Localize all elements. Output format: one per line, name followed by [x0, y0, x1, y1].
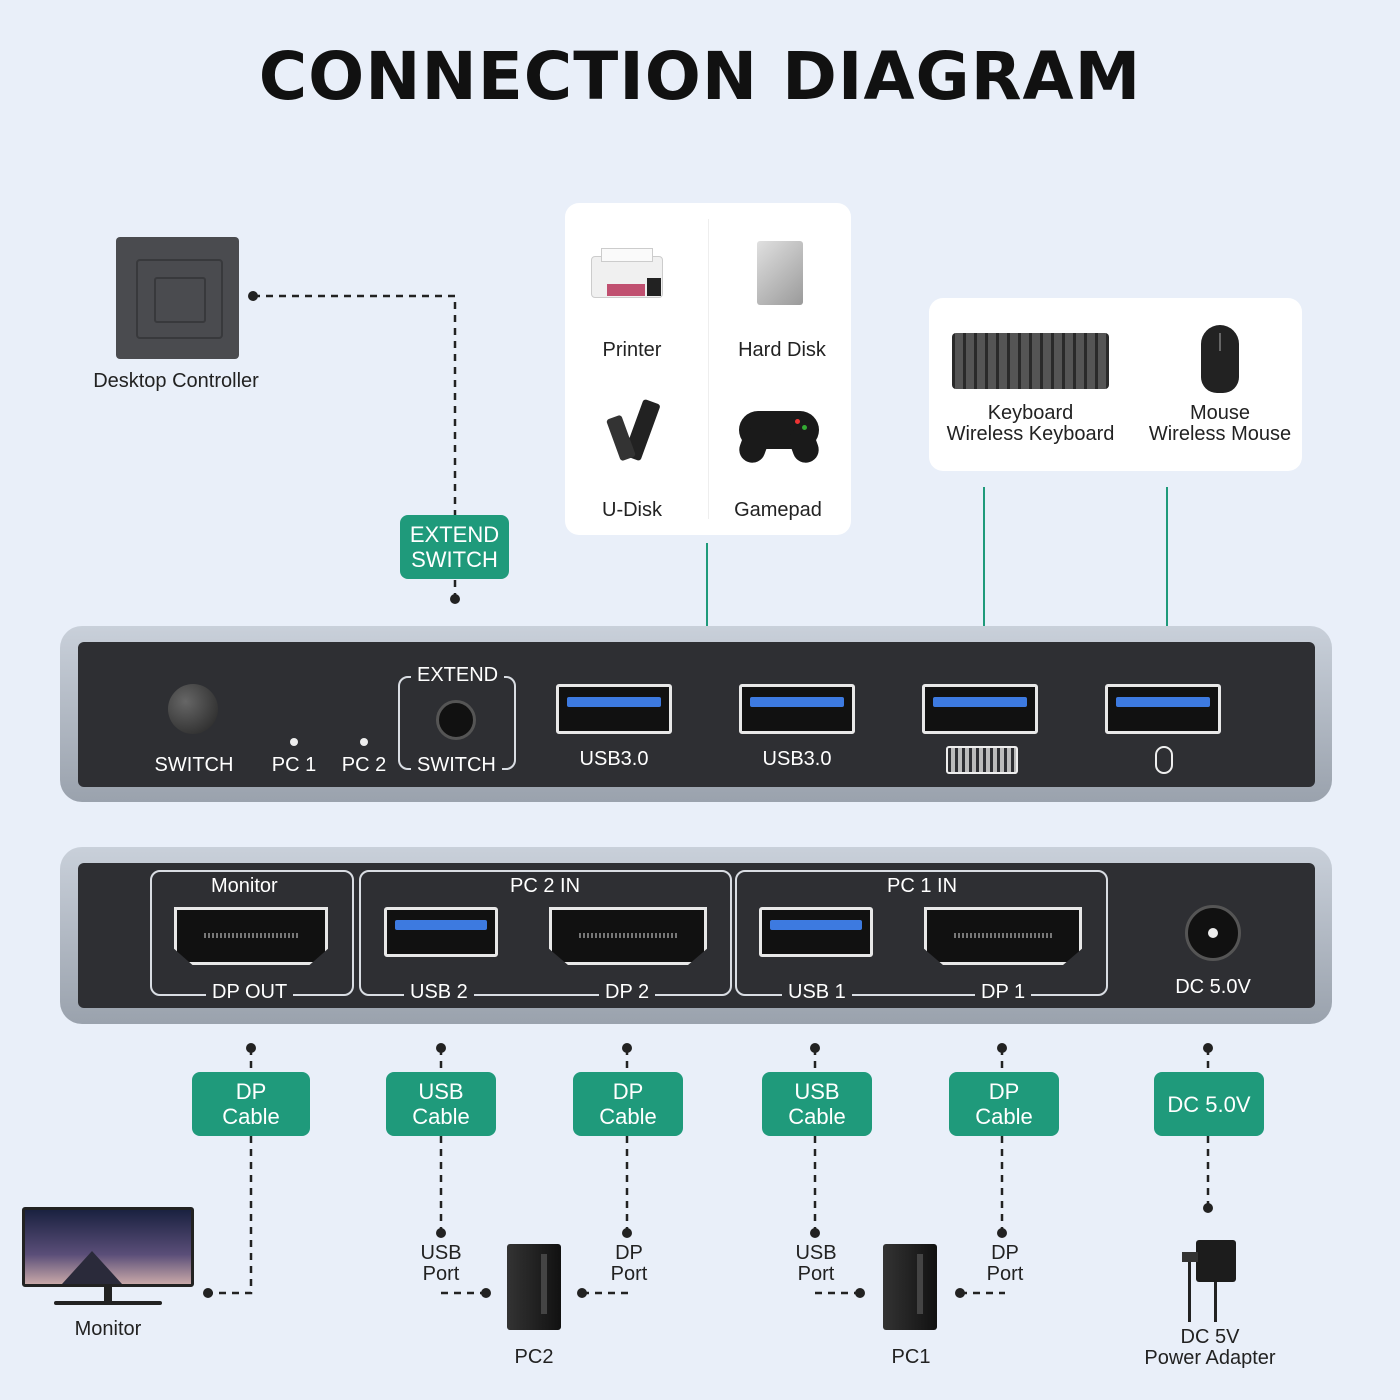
usb2-port[interactable] — [384, 907, 498, 957]
mouse-usb-port[interactable] — [1105, 684, 1221, 734]
dc-cable-badge: DC 5.0V — [1154, 1072, 1264, 1136]
dp-out-label: DP OUT — [206, 981, 294, 1004]
u-disk-icon — [605, 398, 665, 468]
pc1-in-group — [735, 870, 1108, 996]
extend-switch-badge: EXTEND SWITCH — [400, 515, 509, 579]
pc2-led — [360, 738, 368, 746]
switch-label: SWITCH — [154, 754, 234, 776]
back-panel-chassis: Monitor DP OUT PC 2 IN USB 2 DP 2 PC 1 I… — [60, 847, 1332, 1024]
monitor-group-label: Monitor — [205, 875, 284, 898]
monitor-icon — [22, 1207, 194, 1312]
dp2-port[interactable] — [549, 907, 707, 965]
printer-label: Printer — [602, 339, 662, 361]
printer-icon — [591, 248, 663, 300]
hard-disk-label: Hard Disk — [738, 339, 826, 361]
keyboard-usb-port[interactable] — [922, 684, 1038, 734]
pc1-tower-icon — [883, 1244, 937, 1330]
monitor-label: Monitor — [74, 1318, 142, 1340]
controller-line — [253, 294, 457, 515]
keyboard-icon — [952, 333, 1109, 389]
u-disk-label: U-Disk — [602, 499, 662, 521]
usb3-port-2[interactable] — [739, 684, 855, 734]
dp1-label: DP 1 — [975, 981, 1032, 1004]
pc2-in-label: PC 2 IN — [504, 875, 587, 898]
input-devices-card: Keyboard Wireless Keyboard Mouse Wireles… — [929, 298, 1302, 471]
pc1-led — [290, 738, 298, 746]
gamepad-label: Gamepad — [734, 499, 822, 521]
back-panel: Monitor DP OUT PC 2 IN USB 2 DP 2 PC 1 I… — [78, 863, 1315, 1008]
extend-port-label: EXTEND — [411, 664, 505, 687]
pc1-in-label: PC 1 IN — [881, 875, 964, 898]
front-panel-chassis: SWITCH PC 1 PC 2 EXTEND SWITCH USB3.0 US… — [60, 626, 1332, 802]
usb3-label-1: USB3.0 — [579, 748, 649, 770]
pc1-led-label: PC 1 — [271, 754, 317, 776]
dp2-label: DP 2 — [599, 981, 656, 1004]
mouse-port-icon — [1155, 746, 1173, 774]
usb-devices-card: Printer Hard Disk U-Disk Gamepad — [565, 203, 851, 535]
pc1-label: PC1 — [891, 1346, 931, 1368]
mouse-icon — [1201, 325, 1239, 393]
dp-out-port[interactable] — [174, 907, 328, 965]
keyboard-label: Keyboard Wireless Keyboard — [946, 402, 1115, 445]
desktop-controller-label: Desktop Controller — [93, 370, 259, 392]
usb3-label-2: USB3.0 — [762, 748, 832, 770]
mouse-label: Mouse Wireless Mouse — [1148, 402, 1292, 445]
pc2-label: PC2 — [514, 1346, 554, 1368]
pc2-tower-icon — [507, 1244, 561, 1330]
page-title: CONNECTION DIAGRAM — [258, 38, 1142, 115]
extend-switch-label: SWITCH — [411, 754, 502, 777]
keyboard-port-icon — [946, 746, 1018, 774]
usb1-label: USB 1 — [782, 981, 852, 1004]
desktop-controller-icon — [116, 237, 239, 359]
dp1-port[interactable] — [924, 907, 1082, 965]
pc2-in-group — [359, 870, 732, 996]
dc-jack[interactable] — [1185, 905, 1241, 961]
usb1-port[interactable] — [759, 907, 873, 957]
switch-button[interactable] — [168, 684, 218, 734]
usb3-port-1[interactable] — [556, 684, 672, 734]
usb2-label: USB 2 — [404, 981, 474, 1004]
pc2-led-label: PC 2 — [341, 754, 387, 776]
extend-jack[interactable] — [436, 700, 476, 740]
gamepad-icon — [735, 403, 823, 467]
front-panel: SWITCH PC 1 PC 2 EXTEND SWITCH USB3.0 US… — [78, 642, 1315, 787]
power-adapter-icon — [1180, 1238, 1240, 1324]
hard-disk-icon — [757, 241, 803, 305]
dc-label: DC 5.0V — [1175, 976, 1251, 998]
